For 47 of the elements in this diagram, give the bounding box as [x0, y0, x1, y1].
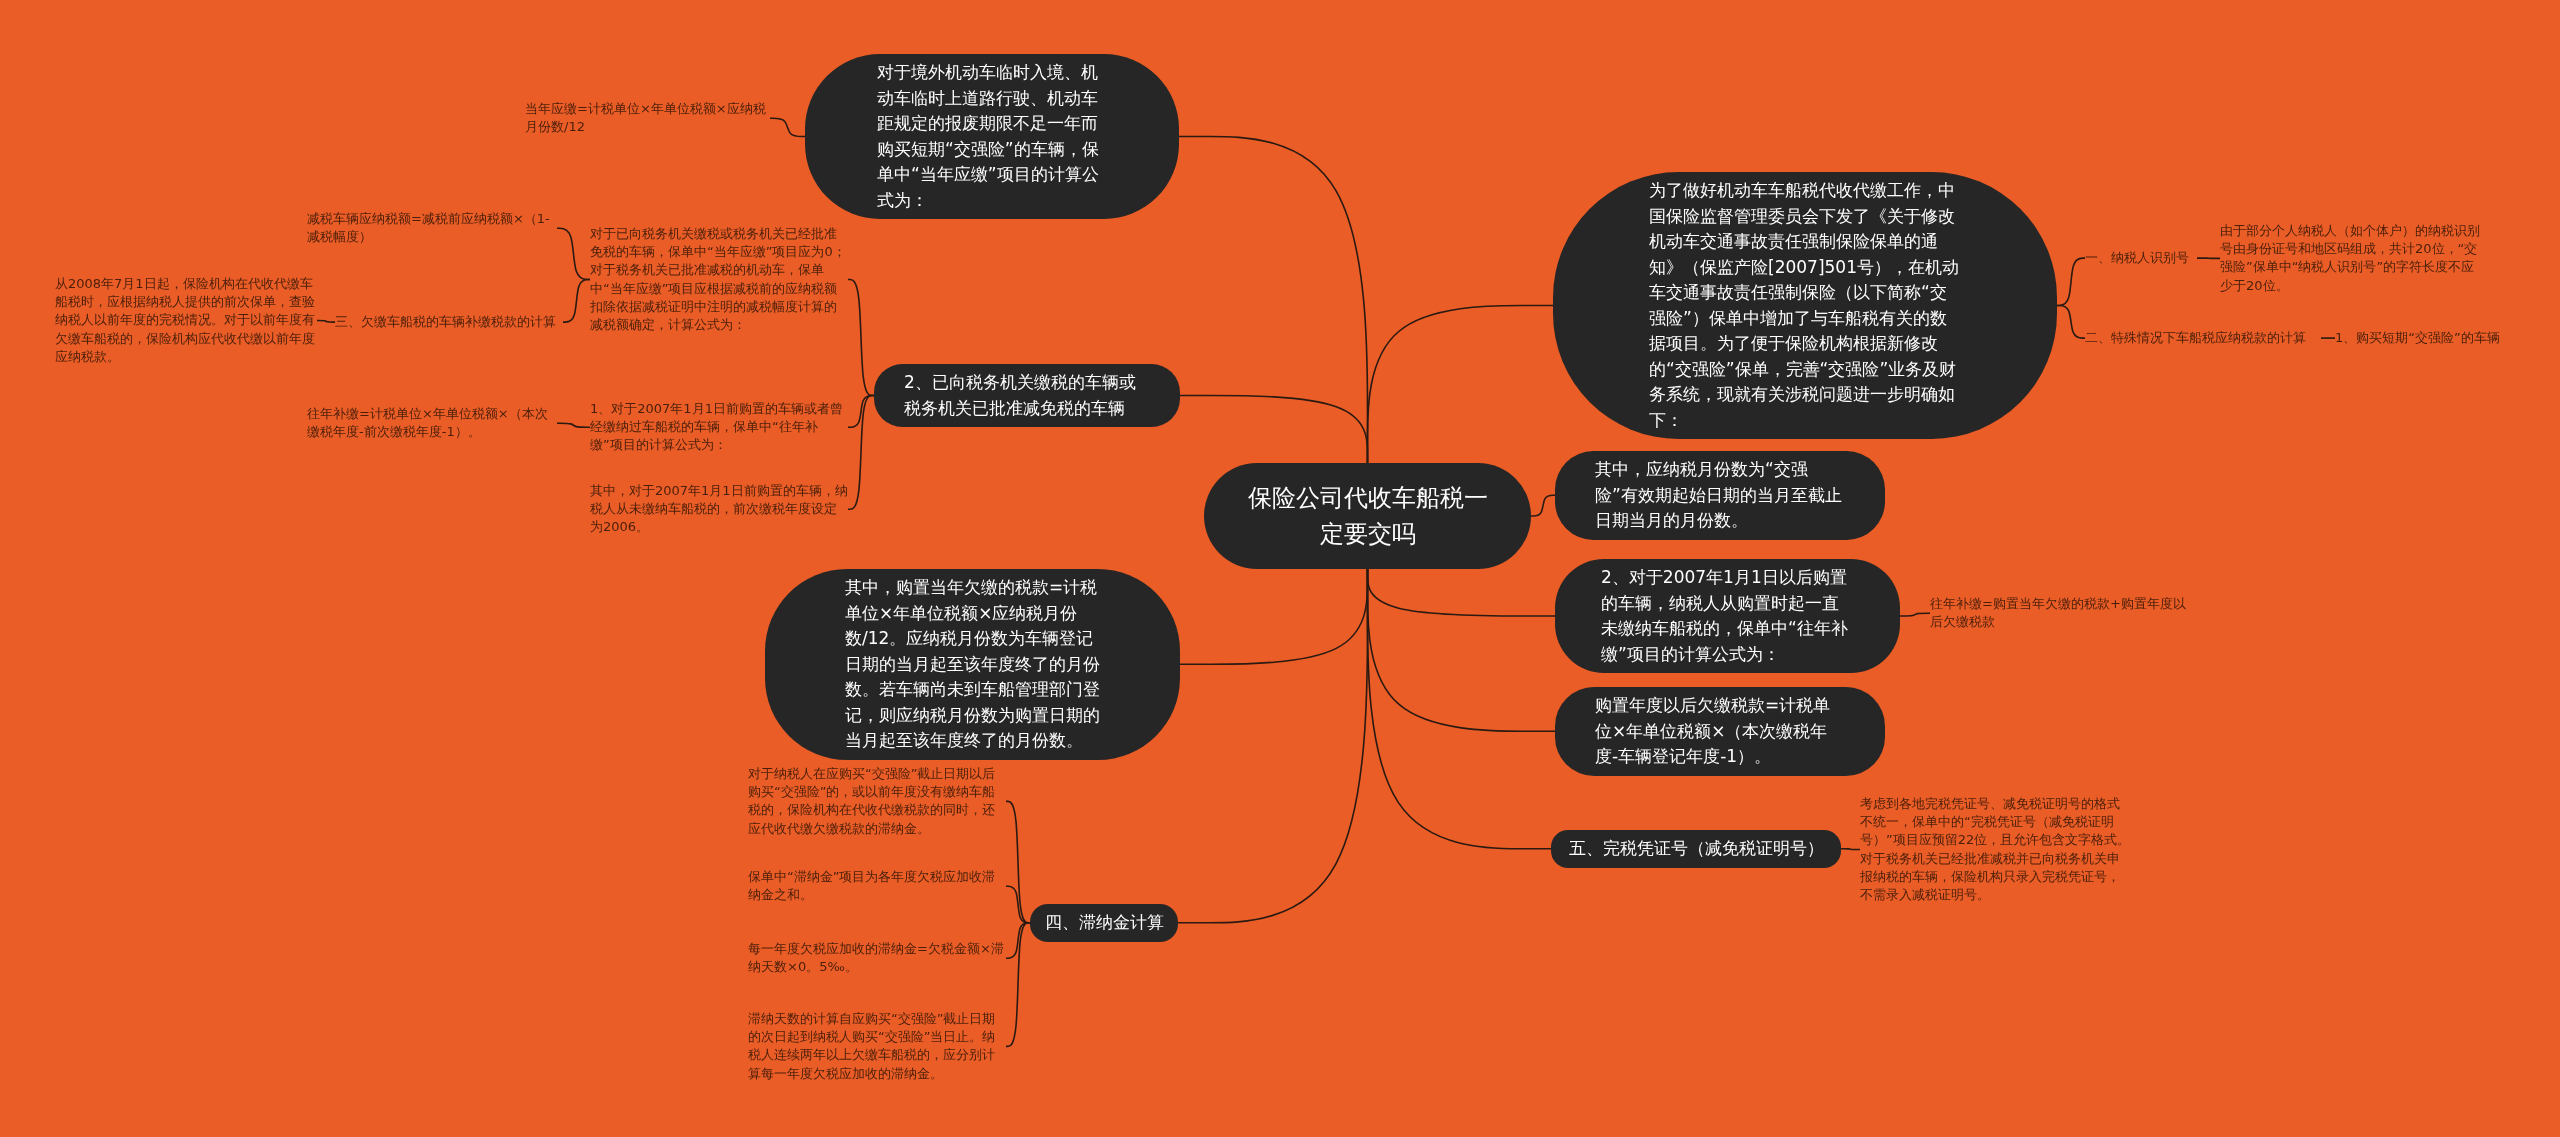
connector-line	[2056, 304, 2086, 339]
branch-text: 三、欠缴车船税的车辆补缴税款的计算	[335, 313, 563, 332]
branch-text: 由于部分个人纳税人（如个体户）的纳税识别号由身份证号和地区码组成，共计20位，“交强险”保单中“纳税人识别号”的字符长度不应少于20位。	[2220, 222, 2482, 295]
connector-line	[1840, 847, 1861, 851]
branch-text: 保单中“滞纳金”项目为各年度欠税应加收滞纳金之和。	[748, 868, 1006, 905]
branch-text: 1、对于2007年1月1日前购置的车辆或者曾经缴纳过车船税的车辆，保单中“往年补缴”项目的计算公式为：	[590, 400, 848, 455]
connector-line	[2320, 337, 2336, 339]
connector-line	[847, 394, 875, 511]
connector-line	[1177, 568, 1369, 924]
branch-text: 1、购买短期“交强险”的车辆	[2335, 329, 2525, 348]
branch-text: 对于已向税务机关缴税或税务机关已经批准免税的车辆，保单中“当年应缴”项目应为0；对于税务机关已批准减税的机动车，保单中“当年应缴”项目应根据减税前的应纳税额扣除依据减税证明中注明的减税幅度计算的减税额确定，计算公式为：	[590, 225, 848, 335]
topic-text: 其中，购置当年欠缴的税款=计税单位×年单位税额×应纳税月份数/12。应纳税月份数为车辆登记日期的当月起至该年度终了的月份数。若车辆尚未到车船管理部门登记，则应纳税月份数为购置日期的当月起至该年度终了的月份数。	[845, 576, 1100, 752]
branch-text: 对于纳税人在应购买“交强险”截止日期以后购买“交强险”的，或以前年度没有缴纳车船税的，保险机构在代收代缴税款的同时，还应代收代缴欠缴税款的滞纳金。	[748, 765, 1006, 838]
branch-text: 往年补缴=计税单位×年单位税额×（本次缴税年度-前次缴税年度-1）。	[307, 405, 557, 442]
connector-line	[1179, 394, 1369, 464]
topic-text: 2、对于2007年1月1日以后购置的车辆，纳税人从购置时起一直未缴纳车船税的，保单中“往年补缴”项目的计算公式为：	[1601, 566, 1849, 666]
connector-line	[556, 422, 591, 429]
branch-text: 当年应缴=计税单位×年单位税额×应纳税月份数/12	[525, 100, 770, 137]
topic-text: 四、滞纳金计算	[1044, 911, 1164, 934]
branch-text: 往年补缴=购置当年欠缴的税款+购置年度以后欠缴税款	[1930, 595, 2192, 632]
connector-line	[2196, 257, 2221, 260]
topic-bubble	[1555, 451, 1885, 540]
branch-text: 滞纳天数的计算自应购买“交强险”截止日期的次日起到纳税人购买“交强险”当日止。纳税人连续两年以上欠缴车船税的，应分别计算每一年度欠税应加收的滞纳金。	[748, 1010, 1006, 1083]
topic-text: 2、已向税务机关缴税的车辆或税务机关已批准减免税的车辆	[904, 371, 1137, 420]
branch-text: 减税车辆应纳税额=减税前应纳税额×（1-减税幅度）	[307, 210, 557, 247]
topic-text: 其中，应纳税月份数为“交强险”有效期起始日期的当月至截止日期当月的月份数。	[1595, 458, 1843, 532]
connector-line	[316, 319, 336, 323]
topic-bubble	[874, 364, 1180, 427]
branch-text: 其中，对于2007年1月1日前购置的车辆，纳税人从未缴纳车船税的，前次缴税年度设定为2006。	[590, 482, 848, 537]
connector-line	[1899, 612, 1931, 617]
branch-text: 从2008年7月1日起，保险机构在代收代缴车船税时，应根据纳税人提供的前次保单，查验纳税人以前年度的完税情况。对于以前年度有欠缴车船税的，保险机构应代收代缴以前年度应纳税款。	[55, 275, 317, 366]
connector-line	[1530, 494, 1556, 517]
connector-line	[562, 278, 591, 323]
topic-bubble	[1555, 687, 1885, 776]
branch-text: 每一年度欠税应加收的滞纳金=欠税金额×滞纳天数×0。5‰。	[748, 940, 1006, 977]
topic-text: 购置年度以后欠缴税款=计税单位×年单位税额×（本次缴税年度-车辆登记年度-1）。	[1595, 694, 1832, 768]
connector-line	[1005, 921, 1031, 1048]
branch-text: 一、纳税人识别号	[2085, 249, 2197, 268]
topic-text: 五、完税凭证号（减免税证明号）	[1568, 837, 1824, 860]
connector-line	[769, 117, 806, 138]
topic-text: 对于境外机动车临时入境、机动车临时上道路行驶、机动车距规定的报废期限不足一年而购买短期“交强险”的车辆，保单中“当年应缴”项目的计算公式为：	[877, 61, 1100, 212]
topic-text: 为了做好机动车车船税代收代缴工作，中国保险监督管理委员会下发了《关于修改机动车交通事故责任强制保险保单的通知》（保监产险[2007]501号），在机动车交通事故责任强制保险（以下简称“交强险”）保单中增加了与车船税有关的数据项目。为了便于保险机构根据新修改的“交强险”保单，完善“交强险”业务及财务系统，现就有关涉税问题进一步明确如下：	[1649, 179, 1960, 432]
branch-text: 二、特殊情况下车船税应纳税款的计算	[2085, 329, 2321, 348]
branch-text: 考虑到各地完税凭证号、减免税证明号的格式不统一，保单中的“完税凭证号（减免税证明号）”项目应预留22位，且允许包含文字格式。对于税务机关已经批准减税并已向税务机关申报纳税的车辆，保险机构只录入完税凭证号，不需录入减税证明号。	[1860, 795, 2132, 905]
central-topic-text: 保险公司代收车船税一定要交吗	[1246, 483, 1489, 550]
topic-bubble	[1551, 830, 1841, 868]
topic-bubble	[1030, 904, 1178, 942]
